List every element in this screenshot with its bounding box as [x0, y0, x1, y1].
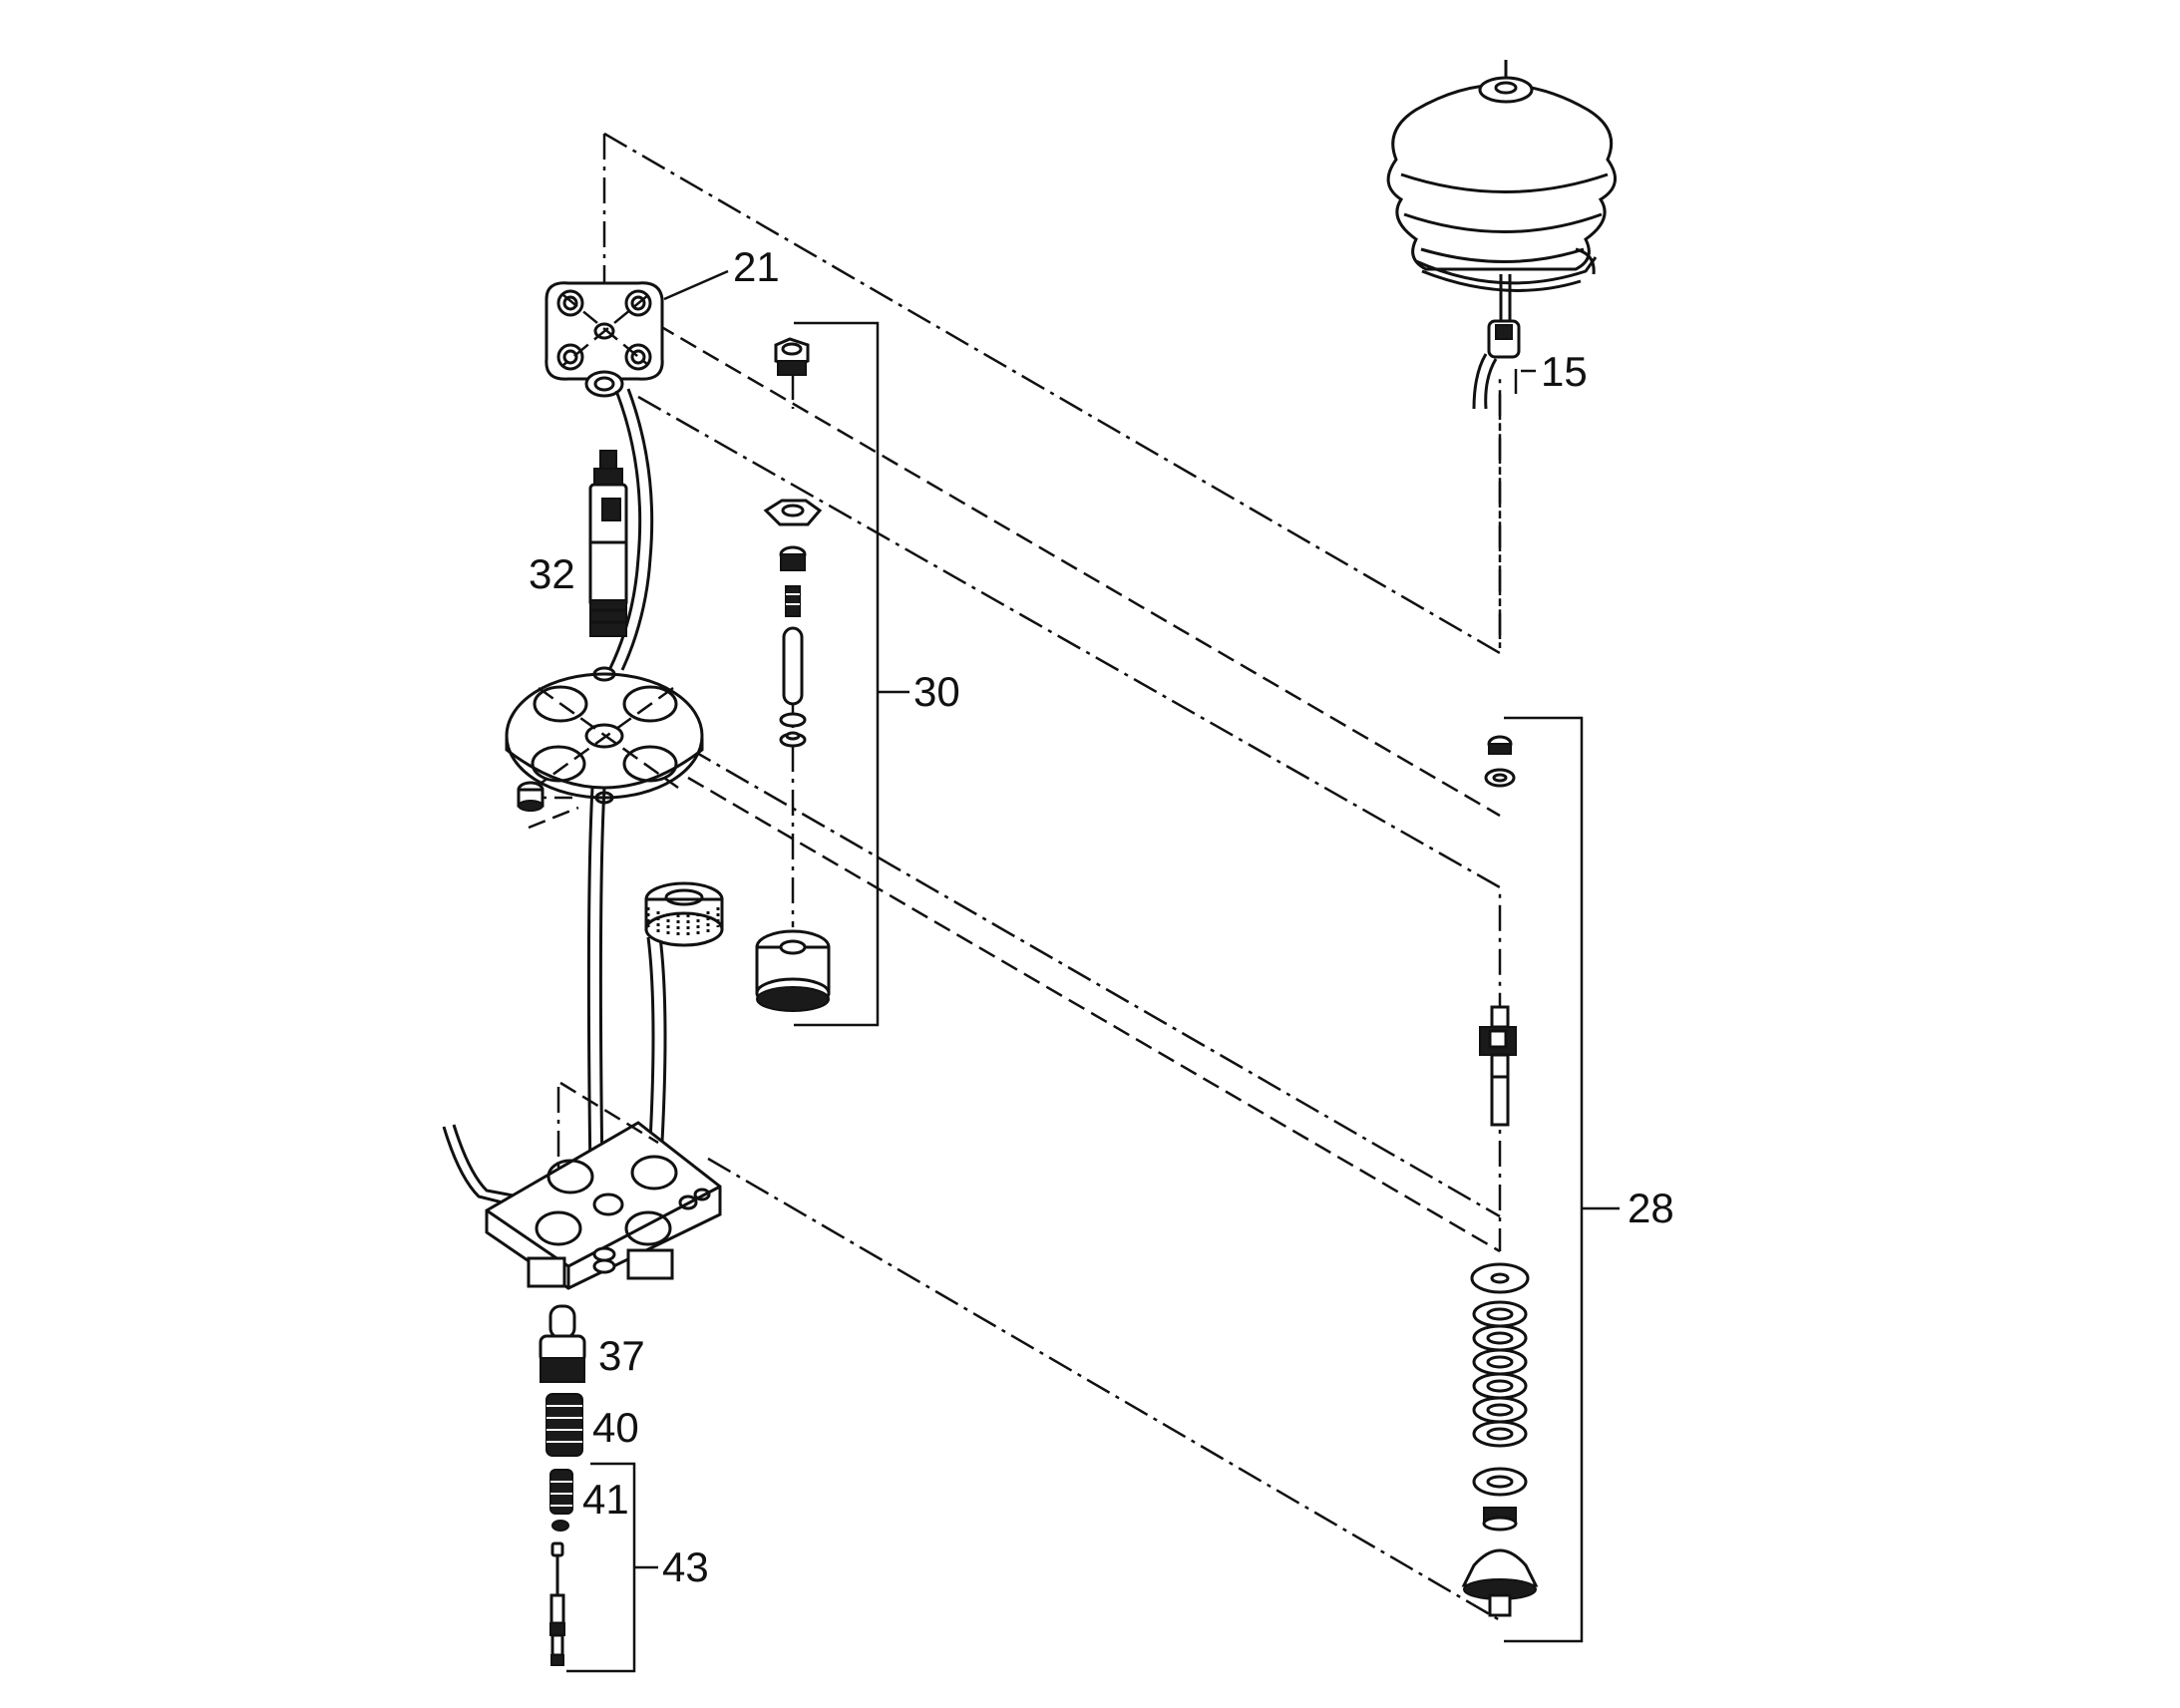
assembly-guide-lines	[528, 132, 1502, 1622]
part-15-bellows	[1386, 60, 1617, 410]
part-40-spring	[545, 1393, 583, 1457]
callout-15: 15	[1541, 348, 1588, 395]
part-21-cross-plate	[545, 281, 664, 398]
guide-line-21-to-28-upper	[637, 395, 1502, 1007]
bracket-28	[1504, 716, 1584, 1643]
guide-line-base-to-28-bottom	[707, 1157, 1501, 1622]
callout-32: 32	[529, 550, 575, 597]
callout-40: 40	[592, 1404, 639, 1451]
base-block	[442, 1081, 722, 1290]
part-30-bolt-set	[755, 337, 831, 1012]
tube-plate-to-base-left	[586, 787, 594, 1178]
callout-37: 37	[598, 1332, 645, 1379]
leader-21	[663, 269, 729, 301]
callout-30: 30	[913, 668, 960, 715]
round-valve-plate	[505, 666, 704, 805]
guide-line-plate-to-28-mid	[687, 746, 1501, 1218]
guide-line-21-to-28-top	[657, 323, 1501, 818]
part-41-small-spring	[549, 1469, 573, 1532]
small-nut-left	[517, 781, 545, 812]
guide-line-plate-to-28-lower	[687, 776, 1501, 1253]
guide-line-top-to-15	[602, 132, 1502, 656]
gear-ring	[644, 881, 724, 947]
part-43-pin	[549, 1541, 565, 1666]
part-28-valve-stack	[1461, 735, 1539, 1617]
part-32-valve-stem	[588, 450, 628, 637]
callout-41: 41	[582, 1476, 629, 1523]
callout-43: 43	[662, 1543, 709, 1590]
callout-28: 28	[1628, 1185, 1674, 1231]
bracket-30	[794, 321, 880, 1027]
part-37-cap	[539, 1304, 586, 1383]
callout-21: 21	[733, 243, 780, 290]
